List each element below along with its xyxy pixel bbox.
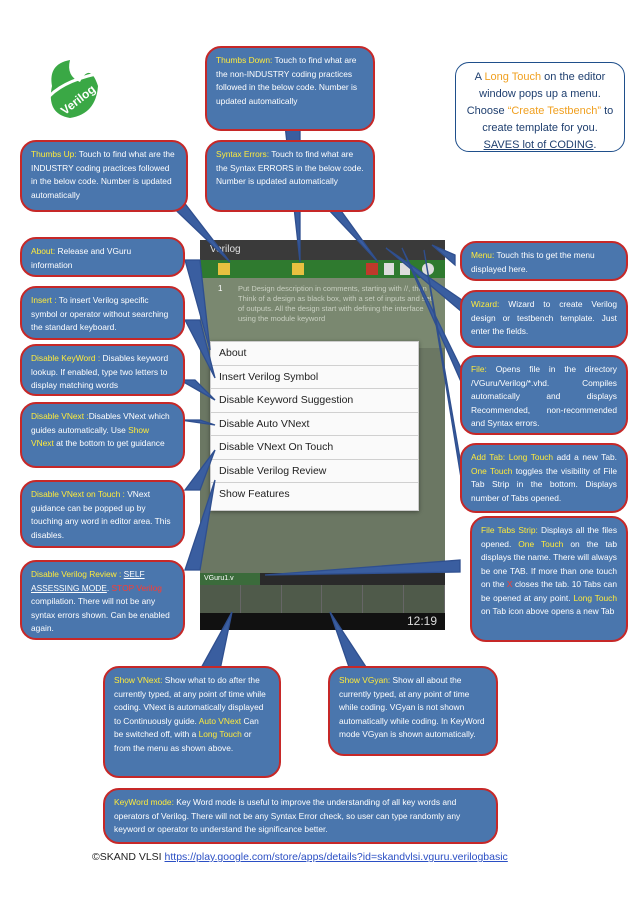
callout-file-tabs-strip: File Tabs Strip: Displays all the files … [470, 516, 628, 642]
callout-show-vnext: Show VNext: Show what to do after the cu… [103, 666, 281, 778]
callout-file: File: Opens file in the directory /VGuru… [460, 355, 628, 435]
thumbs-up-icon [218, 263, 230, 275]
app-title-bar: Verilog [200, 240, 445, 260]
connector-show-vnext [198, 611, 233, 671]
app-title: Verilog [210, 244, 241, 255]
popup-menu: About Insert Verilog Symbol Disable Keyw… [210, 341, 419, 511]
callout-insert: Insert : To insert Verilog specific symb… [20, 286, 185, 340]
editor-text: Put Design description in comments, star… [238, 284, 432, 323]
connector-file [401, 247, 463, 385]
callout-syntax-errors: Syntax Errors: Touch to find what are th… [205, 140, 375, 212]
callout-disable-verilog-review: Disable Verilog Review : SELF ASSESSING … [20, 560, 185, 640]
callout-disable-vnext: Disable VNext :Disables VNext which guid… [20, 402, 185, 468]
thumbs-down-icon [292, 263, 304, 275]
toolbar-button[interactable] [404, 585, 445, 613]
connector-about [184, 259, 211, 351]
menu-item-disable-auto-vnext[interactable]: Disable Auto VNext [211, 413, 418, 436]
file-tab[interactable]: VGuru1.v [200, 573, 260, 585]
callout-thumbs-down: Thumbs Down: Touch to find what are the … [205, 46, 375, 131]
toolbar-button[interactable] [363, 585, 405, 613]
android-nav-bar: 12:19 [200, 613, 445, 630]
toolbar-button[interactable] [200, 585, 241, 613]
menu-item-about[interactable]: About [211, 342, 418, 366]
menu-item-show-features[interactable]: Show Features [219, 488, 290, 500]
toolbar-button[interactable] [241, 585, 282, 613]
long-touch-info-box: A Long Touch on the editor window pops u… [455, 62, 625, 152]
menu-item-insert-verilog-symbol[interactable]: Insert Verilog Symbol [211, 366, 418, 389]
connector-menu [431, 244, 456, 267]
connector-disable-vnext [179, 419, 216, 426]
callout-add-tab: Add Tab: Long Touch add a new Tab. One T… [460, 443, 628, 513]
bottom-toolbar [200, 585, 445, 613]
footer: ©SKAND VLSI https://play.google.com/stor… [92, 851, 508, 863]
connector-insert [183, 319, 216, 379]
menu-item-disable-keyword-suggestion[interactable]: Disable Keyword Suggestion [211, 389, 418, 413]
editor-area[interactable]: 1 Put Design description in comments, st… [200, 278, 445, 348]
toolbar-button[interactable] [282, 585, 323, 613]
play-store-link[interactable]: https://play.google.com/store/apps/detai… [164, 851, 508, 863]
callout-disable-keyword: Disable KeyWord : Disables keyword looku… [20, 344, 185, 396]
connector-disable-review [184, 479, 216, 571]
callout-disable-vnext-on-touch: Disable VNext on Touch : VNext guidance … [20, 480, 185, 548]
connector-file-tabs [264, 559, 461, 576]
connector-disable-keyword [177, 379, 216, 401]
callout-thumbs-up: Thumbs Up: Touch to find what are the IN… [20, 140, 188, 212]
toolbar-button[interactable] [322, 585, 364, 613]
syntax-error-icon [366, 263, 378, 275]
connector-disable-vnext-touch [183, 449, 216, 491]
action-bar [200, 260, 445, 278]
file-icon [400, 263, 410, 275]
clock: 12:19 [406, 614, 437, 628]
callout-keyword-mode: KeyWord mode: Key Word mode is useful to… [103, 788, 498, 844]
callout-wizard: Wizard: Wizard to create Verilog design … [460, 290, 628, 348]
wizard-icon [384, 263, 394, 275]
copyright-text: ©SKAND VLSI [92, 851, 165, 863]
callout-menu: Menu: Touch this to get the menu display… [460, 241, 628, 281]
callout-show-vgyan: Show VGyan: Show all about the currently… [328, 666, 498, 756]
menu-icon [422, 263, 434, 275]
connector-show-vgyan [329, 611, 370, 671]
callout-about: About: Release and VGuru information [20, 237, 185, 277]
menu-item-disable-verilog-review[interactable]: Disable Verilog Review [211, 460, 418, 483]
verilog-logo: Verilog [40, 56, 100, 122]
menu-item-disable-vnext-on-touch[interactable]: Disable VNext On Touch [211, 436, 418, 460]
line-number: 1 [218, 284, 223, 293]
